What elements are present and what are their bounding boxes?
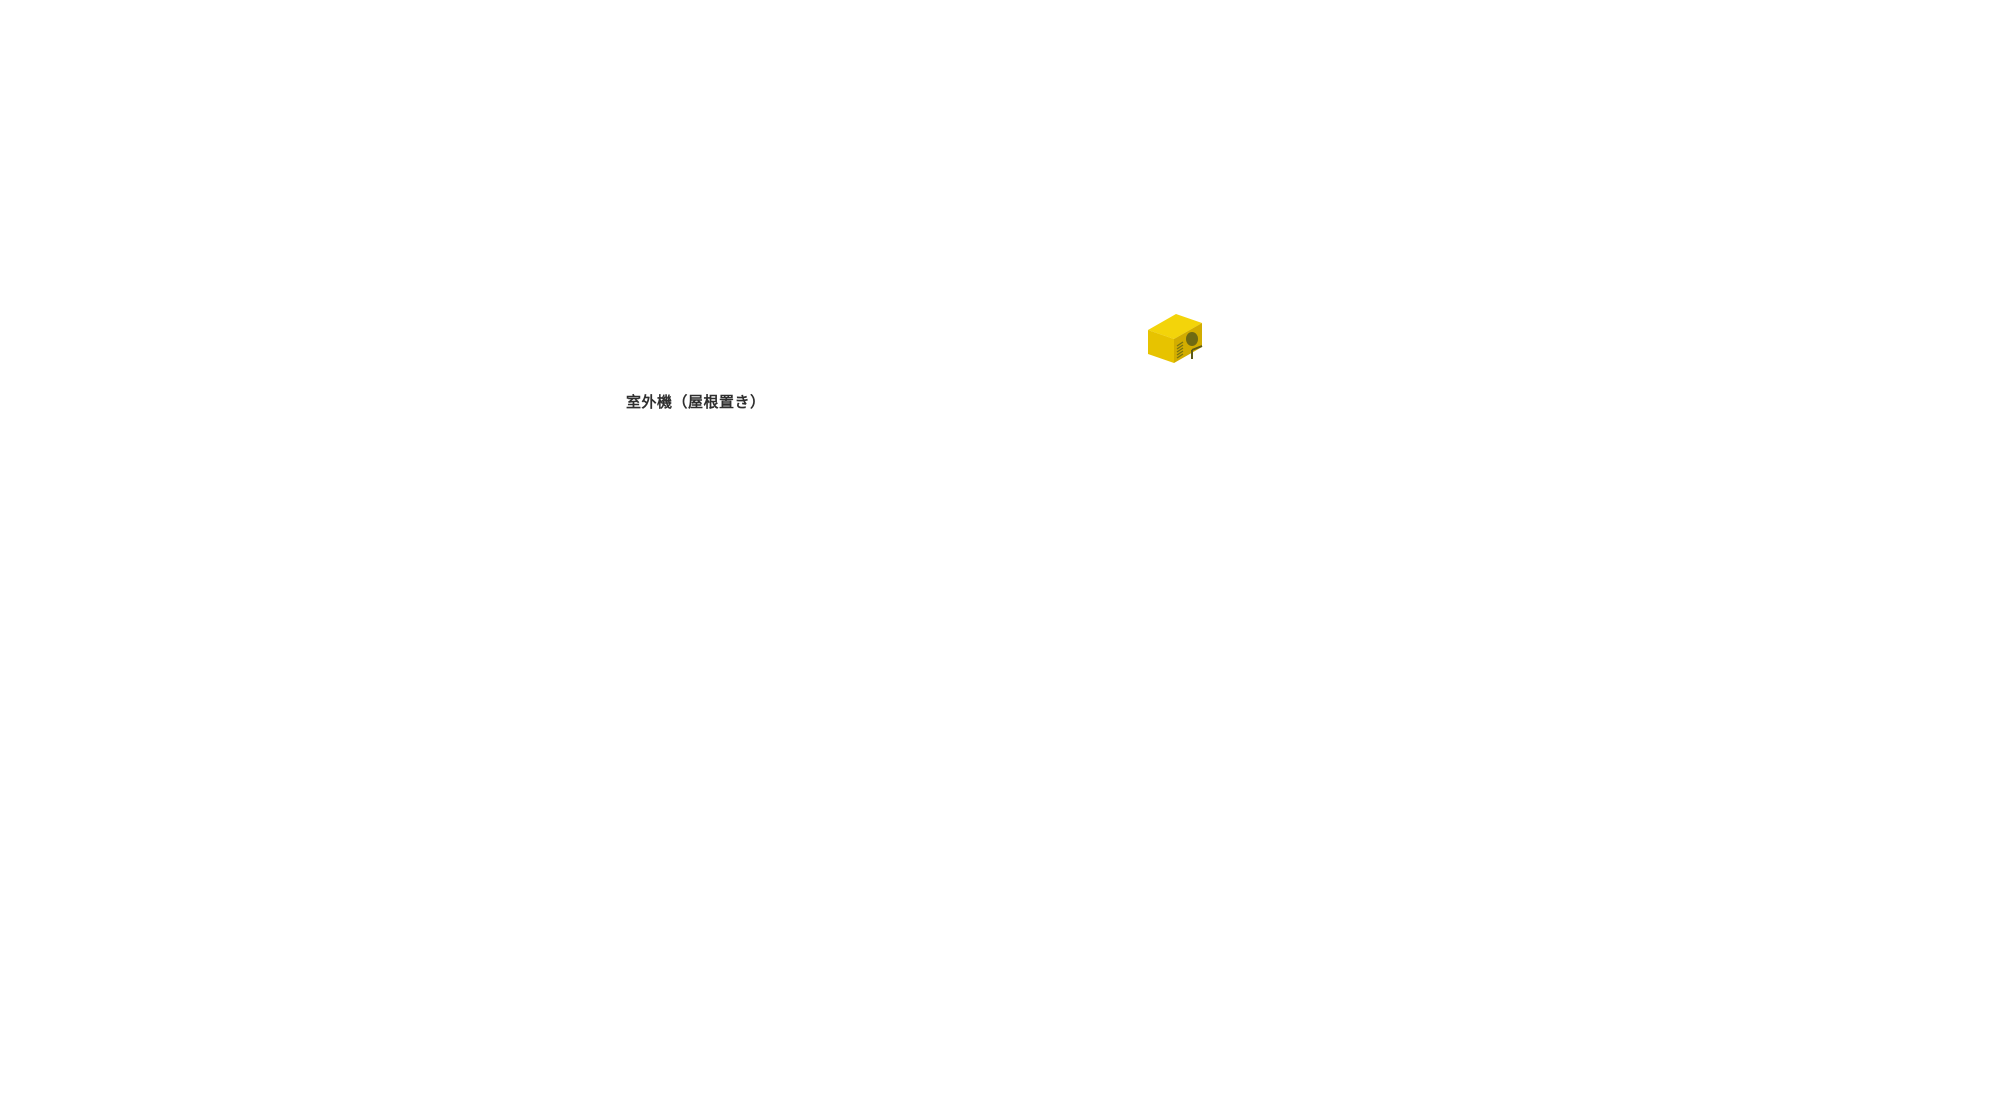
outdoor-ac-unit-icon [1146, 306, 1206, 364]
equipment-label: 室外機（屋根置き） [626, 393, 766, 411]
